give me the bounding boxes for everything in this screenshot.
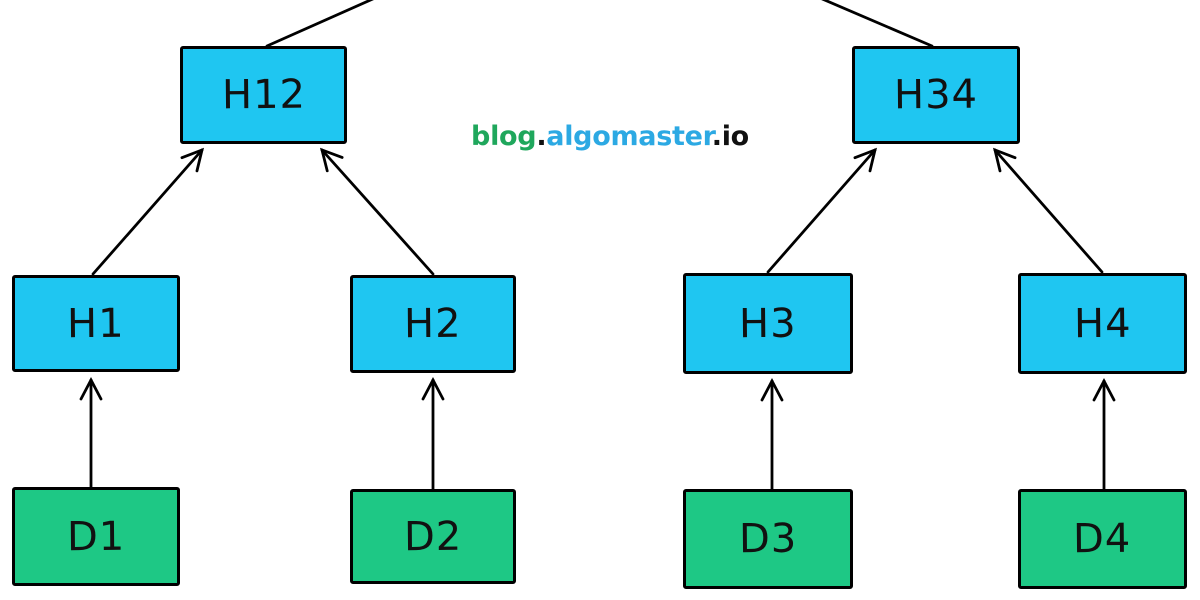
node-d3: D3 <box>683 489 853 589</box>
watermark-segment: io <box>721 121 750 152</box>
watermark-segment: . <box>536 121 547 152</box>
node-d1: D1 <box>12 487 180 586</box>
node-h4-label: H4 <box>1073 300 1132 347</box>
line-h12-root <box>265 0 374 48</box>
arrow-h1-h12 <box>91 147 204 276</box>
node-h12: H12 <box>180 46 347 144</box>
node-h12-label: H12 <box>221 71 306 119</box>
node-h2-label: H2 <box>404 300 462 348</box>
arrow-h4-h34 <box>993 147 1104 274</box>
node-h3-label: H3 <box>739 300 797 347</box>
node-d3-label: D3 <box>738 515 798 563</box>
node-h1: H1 <box>12 275 180 372</box>
watermark-segment: . <box>711 121 722 152</box>
watermark-segment: algomaster <box>546 121 712 152</box>
watermark-blog-algomaster-io: blog.algomaster.io <box>471 121 749 152</box>
node-h34-label: H34 <box>893 71 979 119</box>
node-h34: H34 <box>852 46 1020 144</box>
node-d2-label: D2 <box>403 513 463 560</box>
node-d4-label: D4 <box>1073 515 1132 563</box>
node-h1-label: H1 <box>67 300 125 347</box>
node-h4: H4 <box>1018 273 1187 374</box>
node-d1-label: D1 <box>66 513 126 560</box>
node-d2: D2 <box>350 489 516 584</box>
line-h34-root <box>821 0 934 48</box>
node-h2: H2 <box>350 275 516 373</box>
arrow-h3-h34 <box>766 147 877 274</box>
watermark-segment: blog <box>471 121 537 152</box>
arrow-h2-h12 <box>319 147 435 276</box>
node-d4: D4 <box>1018 489 1187 589</box>
node-h3: H3 <box>683 273 853 374</box>
